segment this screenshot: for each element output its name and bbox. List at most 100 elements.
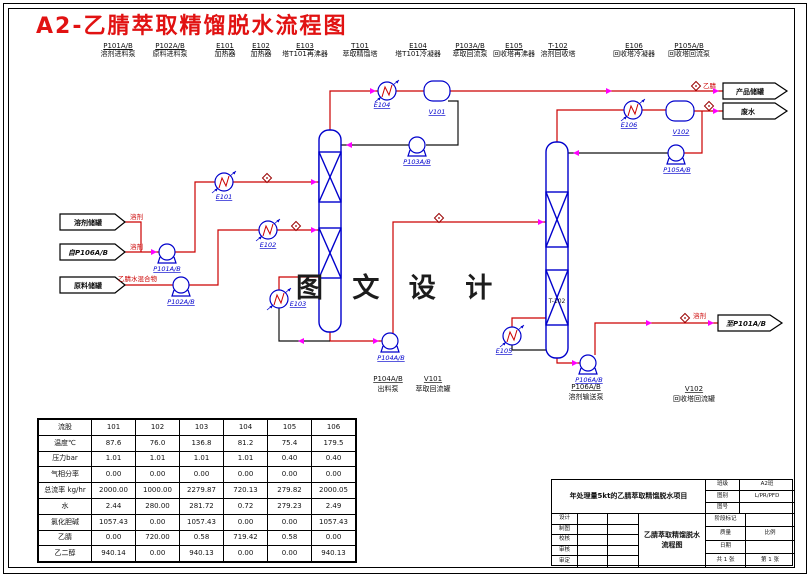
pump-p101 — [157, 243, 177, 264]
signature-cell — [578, 545, 608, 556]
info-label: 班级 — [706, 480, 740, 491]
pump-p106 — [578, 354, 598, 375]
stream-table-cell: 720.00 — [135, 529, 180, 547]
stream-table-cell: 105 — [267, 418, 312, 436]
stream-table-row-header: 流股 — [37, 418, 92, 436]
equipment-tag: P101A/B — [103, 42, 133, 50]
tag-e105: E105 — [496, 347, 513, 355]
drawing-name-line2: 流程图 — [661, 541, 683, 549]
stream-table-cell: 81.2 — [223, 434, 268, 452]
signature-cell — [578, 524, 608, 535]
stream-table-cell: 106 — [311, 418, 357, 436]
stream-table-cell: 104 — [223, 418, 268, 436]
signature-label: 审核 — [552, 545, 578, 556]
equipment-tag: E103 — [296, 42, 314, 50]
exchanger-e102 — [255, 218, 281, 242]
column-t101 — [318, 129, 342, 333]
stream-table-cell: 280.00 — [135, 497, 180, 515]
bottom-label-p106-desc: 溶剂输送泵 — [569, 392, 604, 401]
stream-marker-104 — [691, 81, 701, 91]
equipment-tag: E105 — [505, 42, 523, 50]
stream-table-row-header: 温度℃ — [37, 434, 92, 452]
tag-v101: V101 — [429, 108, 446, 116]
stream-table-cell: 0.40 — [267, 450, 312, 468]
stream-table-cell: 720.13 — [223, 482, 268, 499]
equipment-tag: P102A/B — [155, 42, 185, 50]
signature-cell — [578, 514, 608, 524]
bottom-label-p106-id: P106A/B — [571, 383, 601, 391]
signature-row: 审定 — [552, 556, 638, 567]
signature-row: 设计 — [552, 514, 638, 525]
stream-table-row-header: 气相分率 — [37, 466, 92, 484]
process-lines-black — [278, 100, 668, 351]
info-value: L/PR/PFD — [754, 492, 780, 499]
stream-table-cell: 0.00 — [311, 466, 357, 484]
info-value — [746, 541, 794, 553]
stream-table-cell: 2.44 — [91, 497, 136, 515]
info-label: 阶段标记 — [706, 514, 746, 527]
stream-table-cell: 281.72 — [179, 497, 224, 515]
exchanger-e101 — [211, 170, 237, 194]
info-value: A2班 — [760, 481, 774, 488]
bottom-label-v101-desc: 萃取回流罐 — [416, 384, 451, 393]
tag-p103: P103A/B — [403, 158, 431, 166]
condenser-e104 — [374, 79, 400, 103]
stream-label-solvent-recycle: 溶剂 — [130, 242, 143, 251]
stream-table-cell: 1.01 — [179, 450, 224, 468]
info-row: 图号 — [706, 502, 794, 514]
stream-table-cell: 1057.43 — [311, 513, 357, 531]
info-label: 日期 — [706, 540, 746, 553]
stream-table-cell: 76.0 — [135, 434, 180, 452]
stream-marker-101 — [262, 173, 272, 183]
equipment-desc: 回收塔回流泵 — [668, 50, 710, 59]
stream-table-cell: 179.5 — [311, 434, 357, 452]
stream-table-cell: 0.00 — [91, 466, 136, 484]
signature-cell — [578, 535, 608, 545]
info-value — [746, 514, 794, 526]
equipment-desc: 回收塔冷凝器 — [613, 50, 655, 59]
stream-table-row-header: 水 — [37, 497, 92, 515]
info-label: 共 1 张 — [706, 553, 746, 567]
equipment-tag: P103A/B — [455, 42, 485, 50]
stream-table-cell: 0.72 — [223, 497, 268, 515]
page-title: A2-乙腈萃取精馏脱水流程图 — [36, 14, 348, 39]
process-lines-red — [125, 90, 723, 364]
tag-e102: E102 — [260, 241, 277, 249]
equipment-desc: 加热器 — [214, 50, 236, 59]
stream-table-cell: 0.00 — [135, 466, 180, 484]
date-cell — [608, 556, 638, 567]
pump-p104 — [380, 332, 400, 353]
date-cell — [608, 546, 638, 556]
bottom-label-v101-id: V101 — [424, 375, 442, 383]
stream-table-cell: 0.00 — [91, 529, 136, 547]
flag-feed-tank: 原料储罐 — [74, 281, 102, 290]
equipment-tag: T-102 — [548, 42, 568, 50]
stream-table-cell: 940.14 — [91, 545, 136, 563]
equipment-desc: 溶剂回收塔 — [540, 50, 576, 59]
pump-p105 — [666, 144, 686, 165]
flag-from-p106: 自P106A/B — [68, 248, 108, 257]
stream-table-cell: 719.42 — [223, 529, 268, 547]
stream-label-recycle: 溶剂 — [693, 311, 706, 320]
info-value: 第 1 张 — [761, 556, 779, 563]
signature-label: 制图 — [552, 524, 578, 535]
stream-table-cell: 0.00 — [223, 513, 268, 531]
info-row: 日期 — [706, 540, 794, 554]
flag-wastewater: 废水 — [741, 107, 756, 116]
stream-table-row-header: 氯化胆碱 — [37, 513, 92, 531]
stream-table-cell: 103 — [179, 418, 224, 436]
drawing-frame-outer — [3, 3, 807, 574]
tag-v102: V102 — [673, 128, 690, 136]
